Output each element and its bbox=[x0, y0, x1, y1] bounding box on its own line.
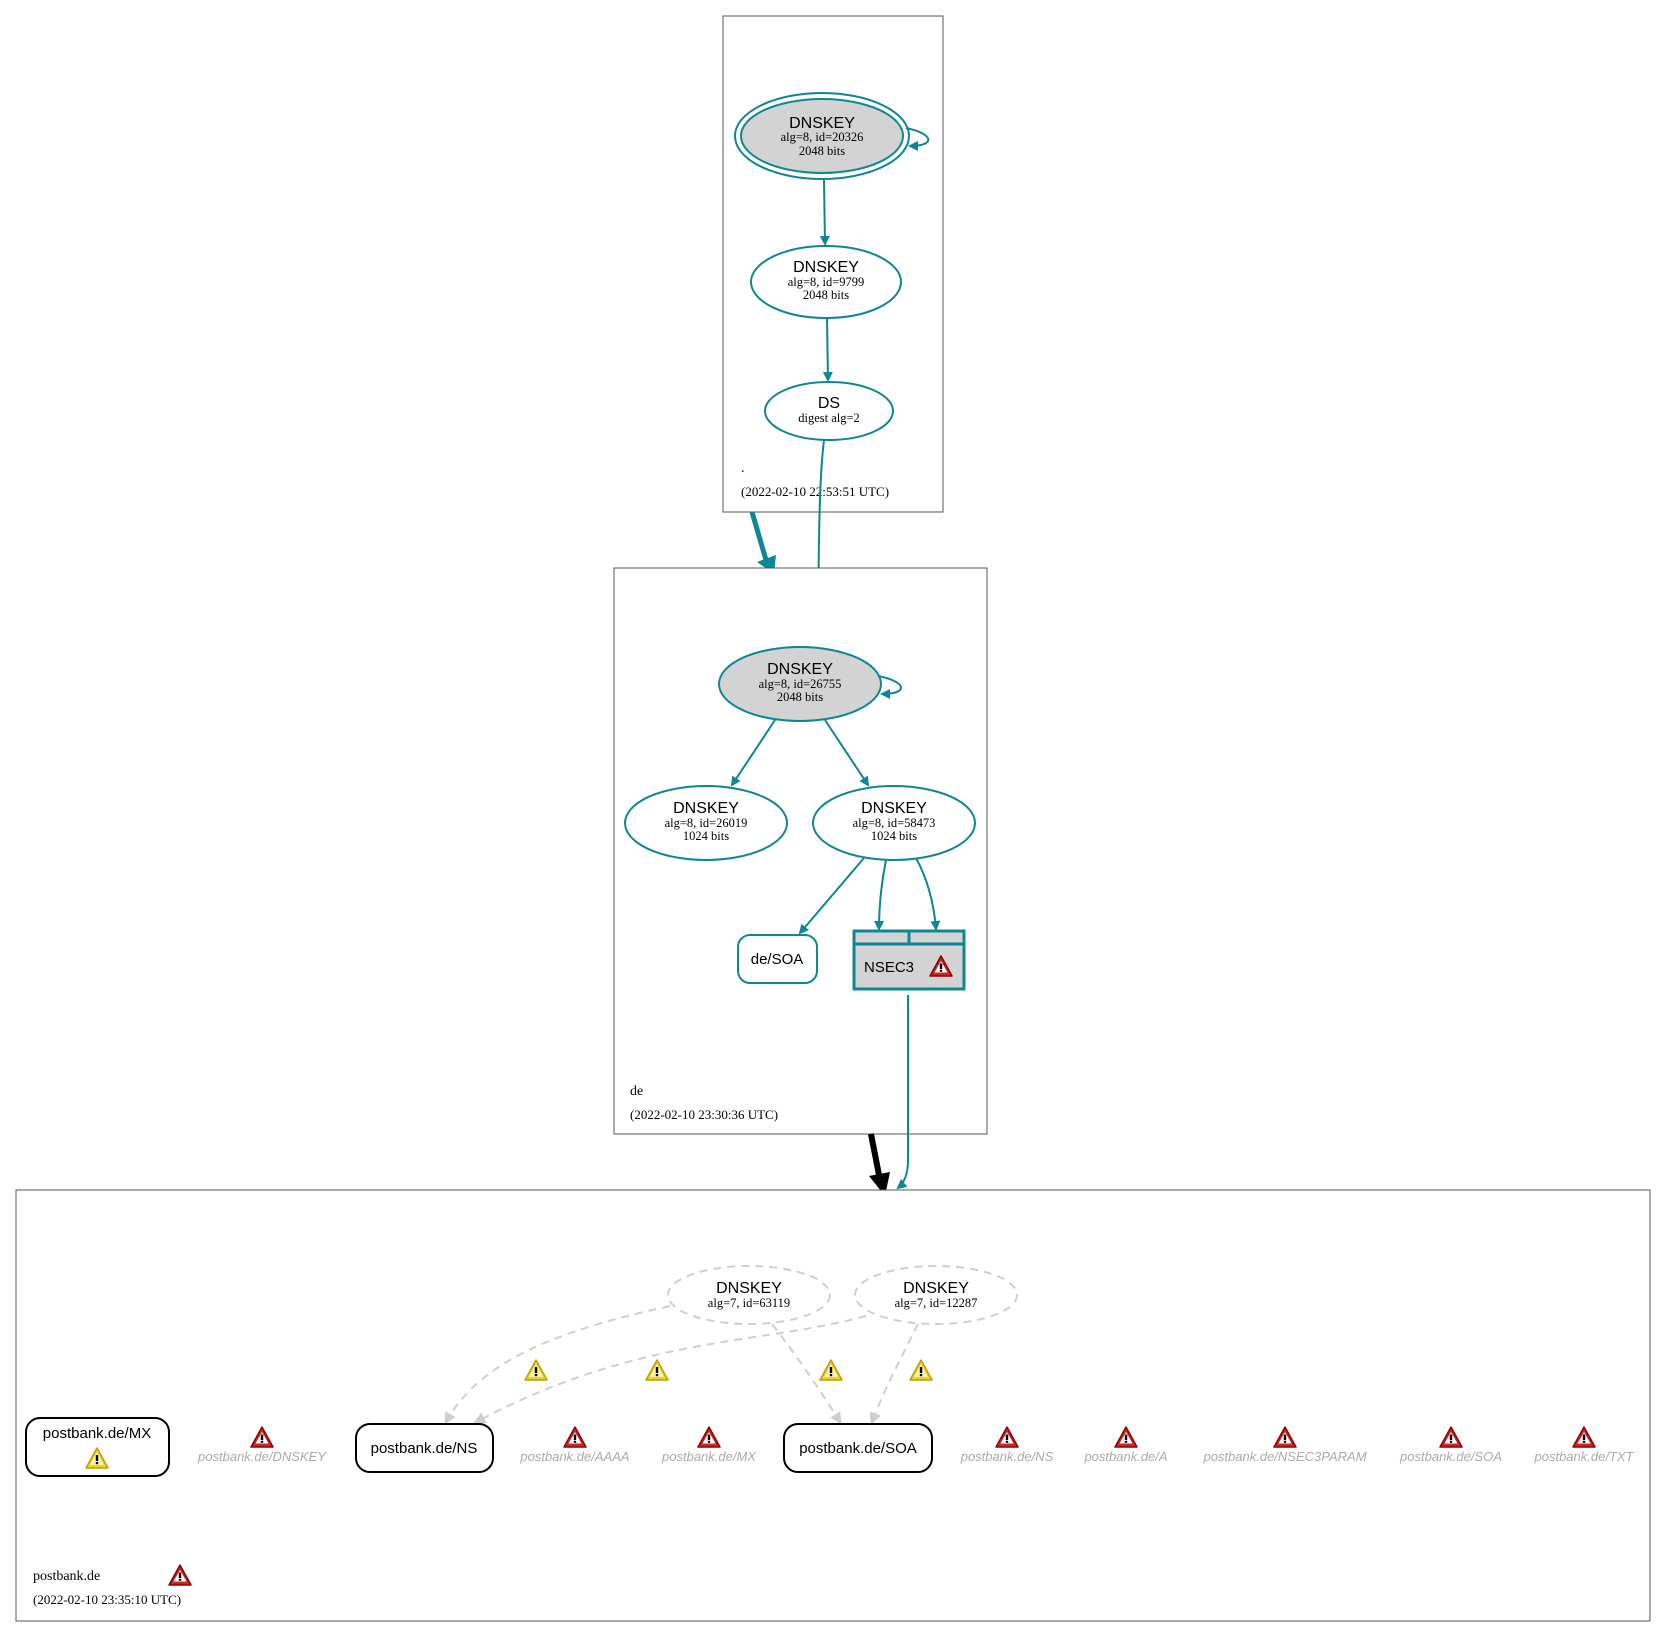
root-zsk-title: DNSKEY bbox=[793, 259, 859, 276]
de-zsk2-title: DNSKEY bbox=[861, 800, 927, 817]
de-to-postbank-delegation bbox=[868, 1133, 882, 1176]
de-ksk-to-zsk2-edge bbox=[824, 719, 870, 787]
postbank-ns-node[interactable]: postbank.de/NS bbox=[355, 1423, 494, 1473]
root-zsk-to-ds-edge bbox=[822, 318, 833, 382]
key1-to-soa-edge bbox=[771, 1323, 842, 1425]
root-ds-node[interactable]: DS digest alg=2 bbox=[764, 381, 894, 441]
missing-rrset-8[interactable]: postbank.de/TXT bbox=[1534, 1426, 1635, 1464]
missing-rrset-5[interactable]: postbank.de/A bbox=[1083, 1426, 1168, 1464]
root-ksk-title: DNSKEY bbox=[789, 115, 855, 132]
de-soa-label: de/SOA bbox=[751, 951, 804, 968]
de-nsec3-label: NSEC3 bbox=[864, 959, 914, 976]
key2-to-soa-edge bbox=[869, 1323, 919, 1425]
zone-de-timestamp: (2022-02-10 23:30:36 UTC) bbox=[630, 1107, 778, 1122]
missing-rrset-7[interactable]: postbank.de/SOA bbox=[1399, 1426, 1502, 1464]
root-ds-title: DS bbox=[818, 395, 840, 412]
zone-root-timestamp: (2022-02-10 22:53:51 UTC) bbox=[741, 484, 889, 499]
postbank-soa-node[interactable]: postbank.de/SOA bbox=[783, 1423, 933, 1473]
missing-rrset-3[interactable]: postbank.de/MX bbox=[661, 1426, 757, 1464]
postbank-ns-label: postbank.de/NS bbox=[371, 1440, 478, 1457]
de-zsk1-bits: 1024 bits bbox=[683, 829, 729, 843]
postbank-mx-label: postbank.de/MX bbox=[43, 1425, 151, 1442]
zone-postbank-timestamp: (2022-02-10 23:35:10 UTC) bbox=[33, 1592, 181, 1607]
de-ksk-to-zsk1-edge bbox=[730, 719, 776, 787]
de-zsk2-node[interactable]: DNSKEY alg=8, id=58473 1024 bits bbox=[812, 785, 976, 861]
de-ksk-id: alg=8, id=26755 bbox=[759, 677, 842, 691]
missing-rrset-1-label: postbank.de/DNSKEY bbox=[197, 1449, 327, 1464]
zone-de-name: de bbox=[630, 1084, 643, 1099]
missing-rrset-2-label: postbank.de/AAAA bbox=[519, 1449, 629, 1464]
postbank-mx-node[interactable]: postbank.de/MX bbox=[25, 1417, 170, 1477]
postbank-key2-node[interactable]: DNSKEY alg=7, id=12287 bbox=[854, 1265, 1018, 1325]
postbank-key1-node[interactable]: DNSKEY alg=7, id=63119 bbox=[667, 1265, 831, 1325]
postbank-key1-id: alg=7, id=63119 bbox=[708, 1296, 790, 1310]
de-nsec3-node[interactable]: NSEC3 bbox=[852, 929, 966, 991]
missing-rrset-8-label: postbank.de/TXT bbox=[1534, 1449, 1635, 1464]
key1-to-ns-edge bbox=[444, 1305, 671, 1425]
de-zsk2-to-soa-edge bbox=[798, 857, 865, 935]
de-zsk1-node[interactable]: DNSKEY alg=8, id=26019 1024 bits bbox=[624, 785, 788, 861]
de-zsk2-id: alg=8, id=58473 bbox=[853, 816, 936, 830]
postbank-soa-label: postbank.de/SOA bbox=[799, 1440, 917, 1457]
root-zsk-bits: 2048 bits bbox=[803, 288, 849, 302]
postbank-key2-title: DNSKEY bbox=[903, 1280, 969, 1297]
nsec3-to-postbank-edge bbox=[896, 995, 909, 1190]
root-zsk-node[interactable]: DNSKEY alg=8, id=9799 2048 bits bbox=[750, 245, 902, 319]
de-ksk-title: DNSKEY bbox=[767, 661, 833, 678]
postbank-key2-id: alg=7, id=12287 bbox=[895, 1296, 978, 1310]
de-zsk2-bits: 1024 bits bbox=[871, 829, 917, 843]
missing-rrset-5-label: postbank.de/A bbox=[1083, 1449, 1167, 1464]
zone-root-name: . bbox=[741, 461, 745, 476]
missing-rrset-7-label: postbank.de/SOA bbox=[1399, 1449, 1502, 1464]
de-zsk2-to-nsec3-edge-b bbox=[915, 857, 941, 931]
de-zsk1-id: alg=8, id=26019 bbox=[665, 816, 748, 830]
zone-postbank-name: postbank.de bbox=[33, 1569, 100, 1584]
missing-rrset-6-label: postbank.de/NSEC3PARAM bbox=[1202, 1449, 1366, 1464]
de-soa-node[interactable]: de/SOA bbox=[737, 934, 818, 984]
root-ds-digest: digest alg=2 bbox=[798, 411, 860, 425]
root-ksk-bits: 2048 bits bbox=[799, 144, 845, 158]
de-zsk1-title: DNSKEY bbox=[673, 800, 739, 817]
root-zsk-id: alg=8, id=9799 bbox=[788, 275, 865, 289]
missing-rrset-2[interactable]: postbank.de/AAAA bbox=[519, 1426, 630, 1464]
postbank-key1-title: DNSKEY bbox=[716, 1280, 782, 1297]
root-ksk-id: alg=8, id=20326 bbox=[781, 130, 864, 144]
root-ksk-node[interactable]: DNSKEY alg=8, id=20326 2048 bits bbox=[734, 92, 910, 180]
root-to-de-delegation bbox=[749, 511, 769, 561]
de-ksk-node[interactable]: DNSKEY alg=8, id=26755 2048 bits bbox=[718, 646, 882, 722]
root-ksk-self-edge bbox=[905, 127, 930, 151]
missing-rrset-3-label: postbank.de/MX bbox=[661, 1449, 757, 1464]
zone-postbank: postbank.de (2022-02-10 23:35:10 UTC) bbox=[15, 1189, 1651, 1622]
missing-rrset-1[interactable]: postbank.de/DNSKEY bbox=[197, 1426, 327, 1464]
de-ksk-self-edge bbox=[877, 675, 902, 699]
missing-rrset-4-label: postbank.de/NS bbox=[960, 1449, 1054, 1464]
missing-rrset-6[interactable]: postbank.de/NSEC3PARAM bbox=[1202, 1426, 1367, 1464]
de-ksk-bits: 2048 bits bbox=[777, 690, 823, 704]
root-ksk-to-zsk-edge bbox=[819, 179, 830, 246]
key2-to-ns-edge bbox=[473, 1315, 867, 1424]
missing-rrset-4[interactable]: postbank.de/NS bbox=[960, 1426, 1054, 1464]
de-zsk2-to-nsec3-edge-a bbox=[874, 859, 887, 931]
